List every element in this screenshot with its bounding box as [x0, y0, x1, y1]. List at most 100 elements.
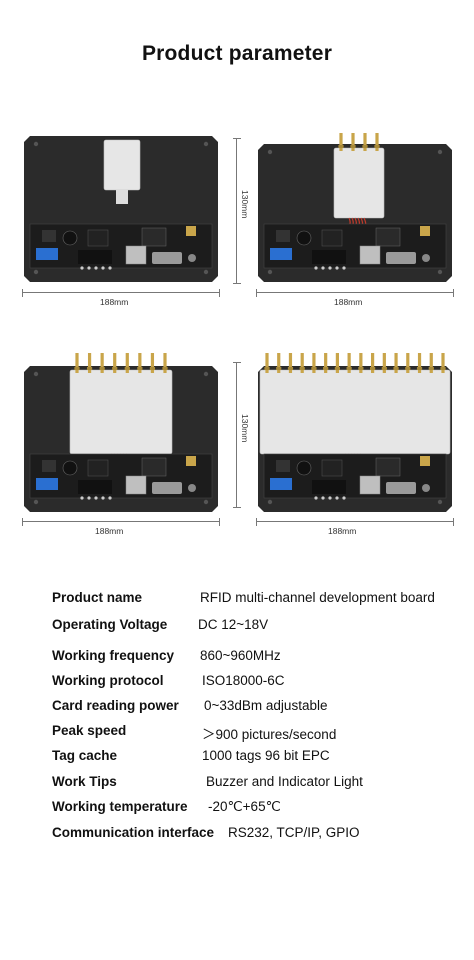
- terminal-screw: [87, 266, 91, 270]
- antenna-connector-base: [428, 367, 434, 370]
- spec-value: 1000 tags 96 bit EPC: [202, 748, 330, 763]
- terminal-screw: [328, 496, 332, 500]
- antenna-connector: [100, 353, 104, 373]
- antenna-connector-base: [287, 367, 294, 370]
- rf-module: [333, 147, 385, 219]
- terminal-screw: [101, 266, 105, 270]
- rf-module: [259, 369, 451, 455]
- height-dimension: [233, 138, 241, 284]
- mount-hole: [33, 371, 39, 377]
- antenna-connector-base: [264, 367, 270, 370]
- width-dimension: [22, 518, 220, 526]
- terminal-block: [312, 480, 346, 494]
- mount-hole: [437, 269, 443, 275]
- antenna-connector: [359, 353, 363, 373]
- spec-label: Peak speed: [52, 723, 127, 738]
- buzzer: [62, 230, 78, 246]
- terminal-block: [78, 250, 112, 264]
- board-image: [258, 133, 452, 282]
- capacitor: [186, 226, 196, 236]
- antenna-connector-base: [393, 367, 399, 370]
- mount-hole: [437, 149, 443, 155]
- antenna-connector: [312, 353, 316, 373]
- mount-hole: [203, 141, 209, 147]
- spec-value: Buzzer and Indicator Light: [206, 774, 363, 789]
- antenna-connector: [335, 353, 339, 373]
- width-label: 188mm: [328, 526, 357, 536]
- antenna-connector: [138, 353, 142, 373]
- terminal-screw: [321, 496, 325, 500]
- ethernet-port: [125, 475, 147, 495]
- width-label: 188mm: [334, 297, 363, 307]
- main-pcb: [29, 223, 213, 269]
- board-1-channel: [22, 132, 220, 282]
- antenna-connector: [87, 353, 92, 373]
- antenna-connector-base: [124, 367, 130, 370]
- spec-value: 0~33dBm adjustable: [204, 698, 328, 713]
- terminal-screw: [342, 266, 346, 270]
- antenna-connector: [351, 133, 355, 151]
- mount-hole: [33, 141, 39, 147]
- rf-module: [69, 369, 173, 455]
- buzzer: [296, 460, 312, 476]
- antenna-connector: [417, 353, 422, 373]
- antenna-connector: [375, 133, 379, 151]
- serial-port: [152, 252, 182, 264]
- antenna-connector: [441, 353, 445, 373]
- chip: [42, 230, 56, 242]
- chip: [276, 230, 290, 242]
- antenna-connector-base: [416, 367, 423, 370]
- board-image: [24, 353, 218, 512]
- chip: [375, 227, 401, 247]
- antenna-connector-base: [299, 367, 305, 370]
- antenna-connector-base: [311, 367, 317, 370]
- antenna-connector-base: [350, 145, 356, 148]
- antenna-connector-base: [405, 367, 411, 370]
- antenna-connector-base: [338, 145, 344, 148]
- spec-label: Work Tips: [52, 774, 117, 789]
- width-dimension: [22, 289, 220, 297]
- spec-label: Communication interface: [52, 825, 215, 840]
- serial-port: [386, 482, 416, 494]
- terminal-screw: [314, 496, 318, 500]
- width-label: 188mm: [100, 297, 129, 307]
- antenna-connector: [324, 353, 328, 373]
- power-jack: [188, 484, 196, 492]
- power-jack: [422, 484, 430, 492]
- antenna-connector: [339, 133, 343, 151]
- antenna-connector-base: [86, 367, 93, 370]
- antenna-connector: [277, 353, 281, 373]
- spec-label: Working frequency: [52, 648, 175, 663]
- antenna-connector: [382, 353, 386, 373]
- terminal-block: [78, 480, 112, 494]
- chip: [321, 459, 343, 477]
- capacitor: [420, 456, 430, 466]
- antenna-connector-base: [99, 367, 105, 370]
- terminal-block: [270, 248, 292, 260]
- antenna-connector-base: [370, 367, 376, 370]
- height-label: 130mm: [240, 190, 250, 219]
- ethernet-port: [359, 475, 381, 495]
- spec-label: Working temperature: [52, 799, 188, 814]
- spec-value: RFID multi-channel development board: [200, 590, 435, 605]
- spec-label: Tag cache: [52, 748, 118, 763]
- mount-hole: [203, 499, 209, 505]
- spec-value: RS232, TCP/IP, GPIO: [228, 825, 360, 840]
- chip: [87, 459, 109, 477]
- ribbon-cable: [116, 190, 128, 204]
- antenna-connector: [394, 353, 398, 373]
- antenna-connector-base: [276, 367, 282, 370]
- antenna-connector: [300, 353, 304, 373]
- antenna-connector: [113, 353, 117, 373]
- antenna-connector: [288, 353, 293, 373]
- main-pcb: [29, 453, 213, 499]
- chip: [321, 229, 343, 247]
- terminal-screw: [108, 266, 112, 270]
- page-title: Product parameter: [141, 42, 333, 65]
- terminal-block: [270, 478, 292, 490]
- capacitor: [420, 226, 430, 236]
- mount-hole: [203, 371, 209, 377]
- board-4-channel: [256, 132, 454, 282]
- power-jack: [422, 254, 430, 262]
- chip: [375, 457, 401, 477]
